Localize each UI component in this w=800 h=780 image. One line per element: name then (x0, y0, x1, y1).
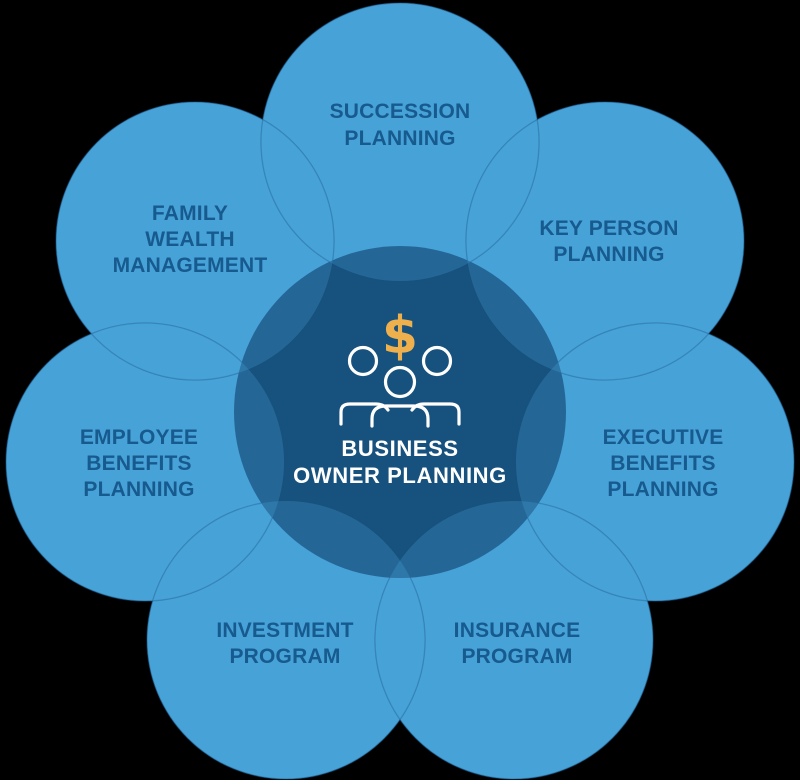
person-right-head (421, 345, 453, 377)
petal-tint-executive-benefits-planning (516, 323, 794, 601)
petal-label-line: WEALTH (145, 228, 234, 251)
petal-label-line: SUCCESSION (330, 100, 471, 123)
petal-label-employee-benefits-planning: EMPLOYEE BENEFITS PLANNING (80, 426, 198, 501)
petal-label-line: PROGRAM (229, 645, 340, 668)
center-circle (234, 246, 566, 578)
dollar-icon: $ (382, 306, 418, 366)
person-center-head (383, 365, 417, 399)
petal-label-line: PLANNING (83, 478, 194, 501)
person-left-head (347, 345, 379, 377)
petal-label-investment-program: INVESTMENT PROGRAM (216, 619, 353, 668)
center-label-line-1: BUSINESS (341, 436, 458, 461)
petal-outline-key-person-planning (465, 101, 745, 381)
petal-tint-insurance-program (375, 501, 653, 779)
petal-circle-employee-benefits-planning (6, 323, 284, 601)
petal-label-line: KEY PERSON (539, 217, 678, 240)
petal-label-line: EXECUTIVE (603, 426, 724, 449)
petal-label-executive-benefits-planning: EXECUTIVE BENEFITS PLANNING (603, 426, 724, 501)
petal-label-insurance-program: INSURANCE PROGRAM (454, 619, 581, 668)
petal-tint-succession-planning (261, 3, 539, 281)
petal-label-line: FAMILY (152, 202, 228, 225)
petal-label-line: PLANNING (553, 243, 664, 266)
petal-label-line: INSURANCE (454, 619, 581, 642)
petal-outline-family-wealth-management (55, 101, 335, 381)
petal-label-line: BENEFITS (610, 452, 715, 475)
center-label: BUSINESS OWNER PLANNING (293, 436, 507, 488)
center-icon-group: $ (339, 306, 461, 428)
petal-label-line: PLANNING (607, 478, 718, 501)
petal-tint-investment-program (147, 501, 425, 779)
petal-tint-overlays (6, 3, 794, 779)
petal-label-line: PROGRAM (461, 645, 572, 668)
petal-tint-employee-benefits-planning (6, 323, 284, 601)
person-center-shoulders (370, 404, 430, 428)
petal-tint-key-person-planning (466, 102, 744, 380)
petal-label-succession-planning: SUCCESSION PLANNING (330, 100, 471, 150)
petal-label-line: BENEFITS (86, 452, 191, 475)
petal-tint-family-wealth-management (56, 102, 334, 380)
petal-label-line: EMPLOYEE (80, 426, 198, 449)
center-label-line-2: OWNER PLANNING (293, 463, 507, 488)
people-group-icon (339, 345, 461, 428)
petal-label-line: MANAGEMENT (113, 254, 268, 277)
petal-label-family-wealth-management: FAMILY WEALTH MANAGEMENT (113, 202, 268, 277)
petal-label-line: INVESTMENT (216, 619, 353, 642)
petal-label-line: PLANNING (344, 127, 455, 150)
petal-label-key-person-planning: KEY PERSON PLANNING (539, 217, 678, 266)
